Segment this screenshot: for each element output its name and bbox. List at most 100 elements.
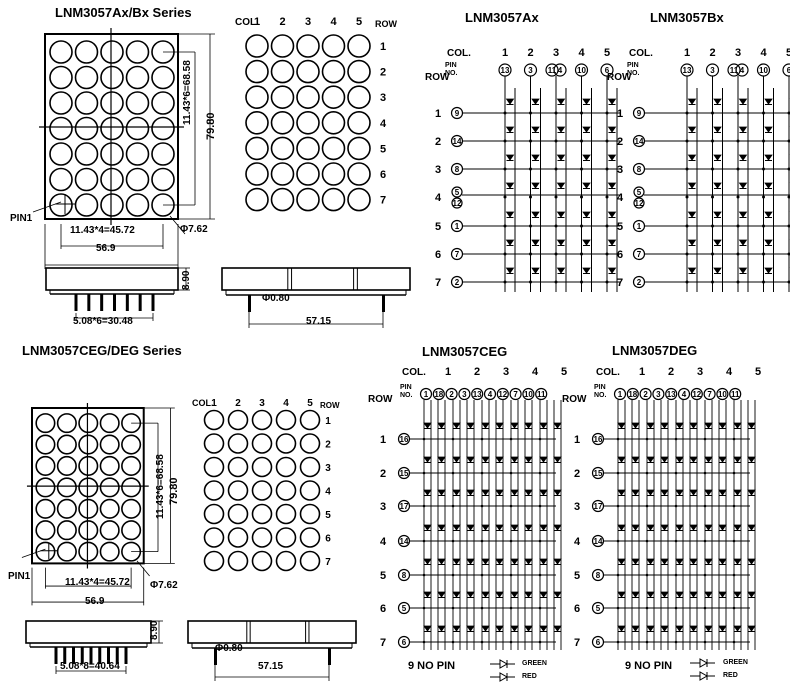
deg-red-led-icon: [747, 591, 756, 598]
ax-junction-dot: [503, 195, 507, 199]
ax-bx-matrix-dot: [49, 40, 73, 64]
bx-led-diode-icon: [687, 267, 697, 274]
bx-row-number: 3: [617, 164, 623, 176]
ceg-green-led-icon: [539, 591, 548, 598]
ax-bx-matrix-dot: [125, 91, 150, 115]
ceg-deg-front-matrix-dot: [227, 550, 249, 572]
deg-row-number: 1: [574, 434, 580, 446]
ceg-deg-front-matrix-dot: [227, 527, 249, 548]
ax-junction-dot: [554, 111, 558, 115]
ax-bx-pin: [74, 294, 78, 311]
deg-red-led-icon: [631, 524, 640, 531]
ceg-junction-dot: [422, 437, 426, 441]
deg-junction-dot: [732, 437, 736, 441]
ax-bx-front-matrix-dot: [321, 34, 346, 58]
pin-number-label: 6: [605, 66, 610, 75]
ax-bx-front-matrix-dot: [321, 59, 346, 84]
ax-bx-front-matrix-dot: [296, 136, 320, 161]
ax-bx-matrix-dot: [125, 193, 150, 217]
pin-number-label: 8: [455, 165, 460, 174]
ax-junction-dot: [529, 139, 532, 143]
ceg-red-led-icon: [466, 524, 475, 531]
ceg-junction-dot: [451, 573, 455, 577]
deg-junction-dot: [703, 504, 707, 508]
ceg-deg-pin: [328, 648, 331, 665]
ceg-green-led-icon: [539, 625, 548, 632]
ceg-col-number: 3: [503, 366, 509, 378]
ceg-green-led-icon: [423, 524, 432, 531]
ceg-deg-front-matrix-dot: [227, 456, 249, 478]
bx-junction-dot: [762, 224, 765, 228]
pin-diameter-dimension-top: Φ0.80: [262, 293, 290, 304]
ax-junction-dot: [554, 252, 558, 256]
ceg-green-led-icon: [452, 524, 461, 531]
deg-green-led-icon: [704, 422, 713, 429]
ceg-deg-front-col-number: 5: [307, 398, 313, 409]
ax-led-diode-icon: [505, 267, 515, 274]
pin-number-label: 3: [656, 390, 661, 399]
ax-led-diode-icon: [505, 154, 515, 161]
ceg-red-led-icon: [553, 625, 562, 632]
deg-junction-dot: [703, 573, 707, 577]
ax-col-number: 4: [578, 47, 585, 59]
bx-junction-dot: [685, 224, 689, 228]
deg-junction-dot: [703, 471, 707, 475]
ax-junction-dot: [554, 280, 558, 284]
height-dimension: 79.80: [205, 112, 217, 140]
deg-junction-dot: [703, 606, 707, 610]
bx-led-diode-icon: [687, 239, 697, 246]
ax-bx-matrix-dot: [125, 65, 150, 90]
deg-green-led-icon: [704, 625, 713, 632]
ceg-row-number: 6: [380, 603, 386, 615]
ax-bx-front-matrix-dot: [347, 85, 371, 109]
bx-row-number: 6: [617, 249, 623, 261]
ceg-junction-dot: [451, 471, 455, 475]
pin-number-label: 2: [637, 278, 642, 287]
ceg-junction-dot: [509, 471, 513, 475]
deg-green-led-icon: [646, 625, 655, 632]
ax-bx-front-matrix-dot: [270, 162, 295, 186]
ax-bx-matrix-dot: [74, 40, 99, 64]
bx-junction-dot: [787, 280, 790, 284]
ceg-green-led-icon: [539, 456, 548, 463]
ceg-junction-dot: [480, 471, 484, 475]
ceg-junction-dot: [422, 471, 426, 475]
bx-led-diode-icon: [687, 98, 697, 105]
ax-junction-dot: [529, 111, 532, 115]
pin-number-label: 15: [400, 469, 409, 478]
horizontal-pitch-dimension: 11.43*4=45.72: [70, 225, 135, 236]
ceg-deg-matrix-dot: [35, 455, 56, 477]
bx-led-diode-icon: [738, 98, 748, 105]
deg-row-number: 3: [574, 501, 580, 513]
ax-bx-front-col-label: COL.: [235, 17, 259, 28]
ceg-deg-matrix-dot: [35, 520, 56, 541]
ax-junction-dot: [554, 195, 558, 199]
ceg-green-led-icon: [423, 456, 432, 463]
deg-red-led-icon: [718, 558, 727, 565]
ax-col-number: 1: [502, 47, 508, 59]
bx-junction-dot: [762, 252, 765, 256]
ceg-junction-dot: [538, 539, 542, 543]
ceg-deg-front-matrix-dot: [275, 480, 297, 501]
ceg-col-pin: [458, 387, 471, 401]
ax-row-pin: [450, 219, 464, 233]
ceg-col-pin: [496, 387, 509, 401]
legend-green-deg: GREEN: [723, 659, 748, 666]
ax-junction-dot: [605, 111, 609, 115]
ceg-row-pin: [397, 601, 411, 615]
ax-bx-matrix-dot: [151, 167, 175, 192]
ax-bx-pin: [382, 295, 385, 312]
deg-red-led-icon: [747, 456, 756, 463]
bx-junction-dot: [711, 167, 714, 171]
pin-number-label: 4: [740, 66, 745, 75]
bx-junction-dot: [787, 224, 790, 228]
no-pin-note-deg: 9 NO PIN: [625, 660, 673, 672]
pin-number-label: 17: [594, 502, 603, 511]
ceg-green-led-icon: [481, 524, 490, 531]
ceg-deg-front-matrix-dot: [251, 550, 273, 572]
ax-bx-matrix-dot: [100, 40, 124, 64]
ax-bx-front-matrix-dot: [270, 34, 295, 58]
ax-schematic-title: LNM3057Ax: [465, 10, 539, 25]
bx-row-pin: [633, 186, 645, 198]
bx-row-pin: [632, 275, 646, 289]
